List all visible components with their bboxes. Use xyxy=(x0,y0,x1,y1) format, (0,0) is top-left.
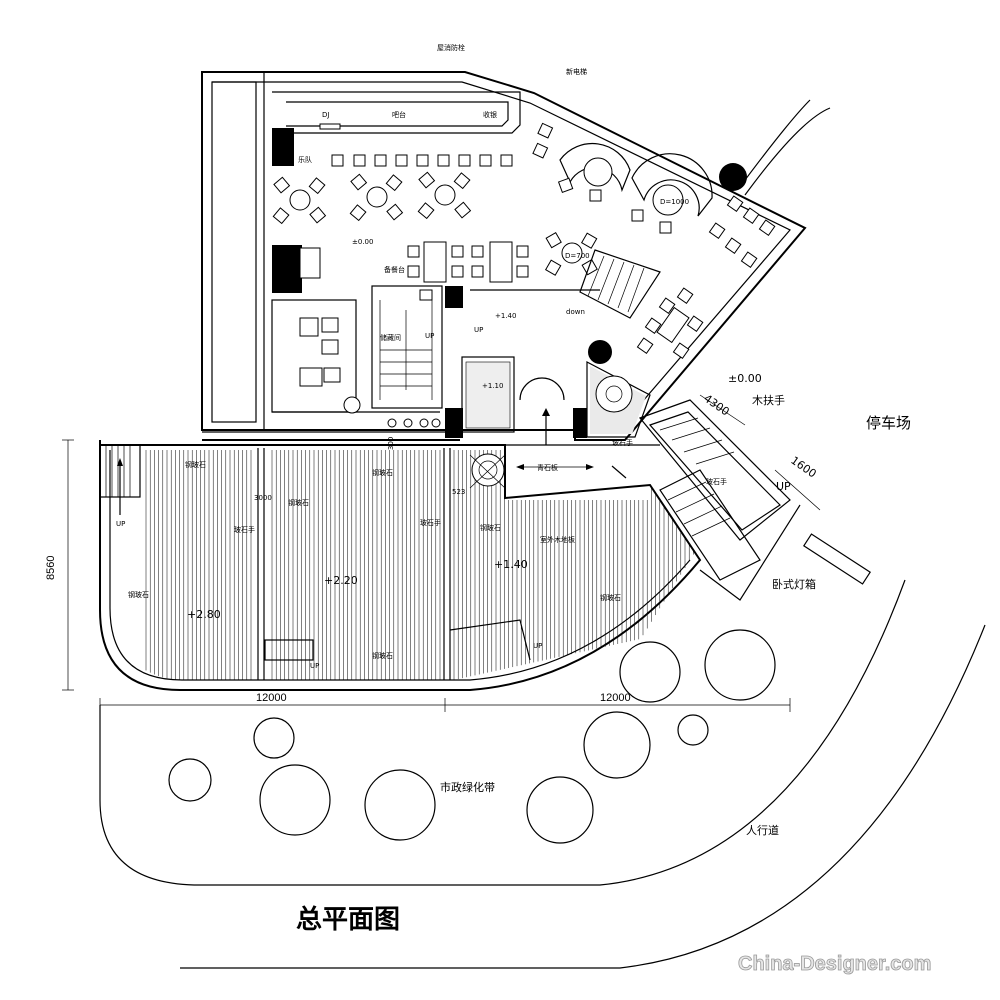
street-edges xyxy=(99,99,986,969)
dimension-lines xyxy=(62,394,821,712)
label-glass-rail-1: 玻石手 xyxy=(234,525,255,534)
bar-stools xyxy=(331,154,513,167)
label-storage: 储藏间 xyxy=(380,333,401,342)
label-steel-glass-6: 钢玻石 xyxy=(128,590,149,599)
level-deck-mid: +2.20 xyxy=(324,574,358,587)
deck-planks-left xyxy=(145,450,694,680)
drawing-labels: 屋消防栓 新电梯 DJ 吧台 收银 乐队 ±0.00 备餐台 储藏间 UP UP… xyxy=(45,43,932,975)
level-indoor-right: ±0.00 xyxy=(728,372,762,385)
level-deck-right: +1.40 xyxy=(494,558,528,571)
dim-small-a: 3000 xyxy=(254,494,272,502)
label-elevator: 新电梯 xyxy=(566,67,587,76)
building-outline xyxy=(201,71,807,441)
label-floor-lights: 卧式灯箱 xyxy=(772,577,816,591)
watermark: China-Designer.com xyxy=(738,953,931,975)
level-indoor: ±0.00 xyxy=(352,238,373,246)
circular-booths xyxy=(532,122,713,234)
dim-small-c: 300 xyxy=(387,437,395,450)
label-up-ramp: UP xyxy=(776,480,791,493)
label-table-d1000: D=1000 xyxy=(660,198,689,206)
dim-ramp-len: 4300 xyxy=(701,392,731,419)
level-deck-left: +2.80 xyxy=(187,608,221,621)
label-steel-glass-3: 钢玻石 xyxy=(288,498,309,507)
dim-depth: 8560 xyxy=(45,556,57,580)
area-parking: 停车场 xyxy=(866,414,911,432)
label-steel-glass-2: 钢玻石 xyxy=(372,468,393,477)
level-raised: +1.40 xyxy=(495,312,516,320)
label-bar: 吧台 xyxy=(392,110,406,119)
trees xyxy=(168,629,776,844)
service-rooms xyxy=(271,247,441,428)
dim-small-b: 523 xyxy=(452,488,465,496)
inner-stair xyxy=(470,249,661,319)
label-glass-rail-3: 玻石手 xyxy=(612,438,633,447)
label-glass-rail-4: 玻石手 xyxy=(706,477,727,486)
bar-counter xyxy=(272,91,521,134)
central-stair xyxy=(371,285,443,409)
outdoor-deck xyxy=(99,440,702,691)
label-up-deck: UP xyxy=(310,662,319,670)
structural-columns xyxy=(272,128,747,438)
level-entry: +1.10 xyxy=(482,382,503,390)
drawing-title: 总平面图 xyxy=(296,905,400,935)
label-table-d700: D=700 xyxy=(565,252,590,260)
area-green-belt: 市政绿化带 xyxy=(440,780,495,794)
label-dj: DJ xyxy=(322,111,329,119)
label-up-left: UP xyxy=(116,520,125,528)
window-booths xyxy=(636,195,776,360)
area-sidewalk: 人行道 xyxy=(746,823,779,837)
label-up-stair: UP xyxy=(425,332,434,340)
dim-width-left: 12000 xyxy=(256,692,287,704)
long-tables xyxy=(407,241,529,283)
label-steel-glass-7: 钢玻石 xyxy=(372,651,393,660)
label-bluestone: 青石板 xyxy=(537,463,558,472)
label-outdoor-deck: 室外木地板 xyxy=(540,535,575,544)
left-stair xyxy=(99,444,141,515)
label-glass-rail-2: 玻石手 xyxy=(420,518,441,527)
dim-width-right: 12000 xyxy=(600,692,631,704)
round-tables xyxy=(272,171,598,276)
label-fire-hydrant: 屋消防栓 xyxy=(437,43,465,52)
label-prep: 备餐台 xyxy=(384,265,405,274)
label-steel-glass-5: 钢玻石 xyxy=(600,593,621,602)
label-band: 乐队 xyxy=(298,155,312,164)
label-steel-glass-4: 钢玻石 xyxy=(480,523,501,532)
label-up-steps: UP xyxy=(533,642,542,650)
label-cashier: 收银 xyxy=(483,110,497,119)
entry-vestibule xyxy=(461,356,651,445)
label-steel-glass-1: 钢玻石 xyxy=(185,460,206,469)
label-up-2: UP xyxy=(474,326,483,334)
dim-ramp-w: 1600 xyxy=(788,454,818,481)
label-down: down xyxy=(566,308,585,316)
exterior-ramp xyxy=(638,399,871,601)
label-wood-handrail: 木扶手 xyxy=(752,393,785,407)
bluestone-paving xyxy=(462,444,660,489)
